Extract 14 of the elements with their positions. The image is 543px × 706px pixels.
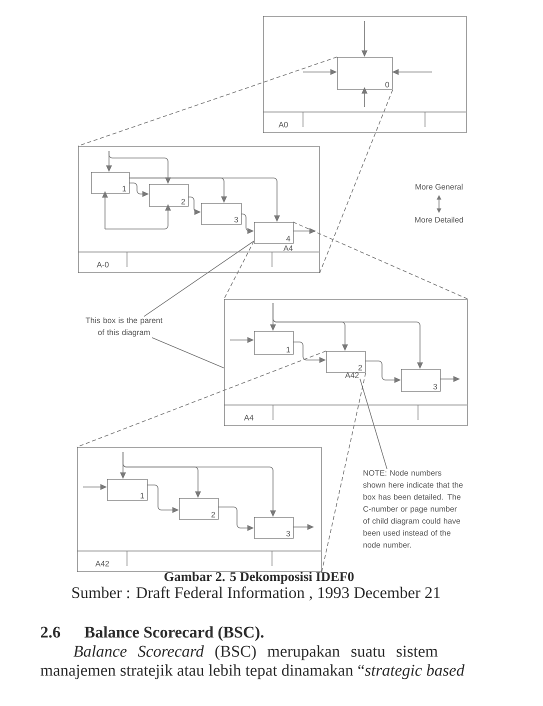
figure-caption: Gambar 2. 5 Dekomposisi IDEF0 bbox=[164, 572, 354, 584]
leader-line bbox=[144, 240, 254, 317]
section-heading: Balance Scorecard (BSC). bbox=[84, 626, 264, 641]
dashed-line bbox=[224, 240, 254, 300]
dashed-line bbox=[321, 372, 366, 572]
dashed-line bbox=[78, 56, 338, 146]
source-note: Sumber : Draft Federal Information , 1993 December 21 bbox=[72, 586, 440, 601]
dashed-line bbox=[292, 222, 468, 300]
section-number: 2.6 bbox=[40, 626, 60, 638]
body-text: Balance Scorecard (BSC) merupakan suatu sistem manajemen stratejik atau lebih tepat dinamakan “strategic based bbox=[40, 645, 465, 680]
leader-line bbox=[360, 378, 388, 470]
dashed-line bbox=[319, 89, 394, 274]
dashed-line bbox=[76, 350, 326, 448]
leader-line bbox=[152, 337, 224, 368]
